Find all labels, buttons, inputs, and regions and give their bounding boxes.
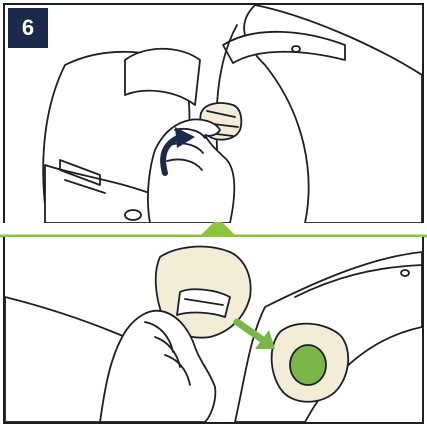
buckle-closeup-illustration [5, 237, 422, 422]
step-number-badge: 6 [8, 8, 48, 48]
green-triangle-icon [200, 222, 236, 236]
bottom-illustration-panel [3, 237, 424, 424]
green-button [290, 345, 326, 385]
step-separator [0, 222, 427, 238]
release-button [272, 324, 349, 402]
seat-knob-illustration [5, 5, 422, 223]
step-number: 6 [22, 15, 34, 41]
top-illustration-panel [3, 3, 424, 223]
